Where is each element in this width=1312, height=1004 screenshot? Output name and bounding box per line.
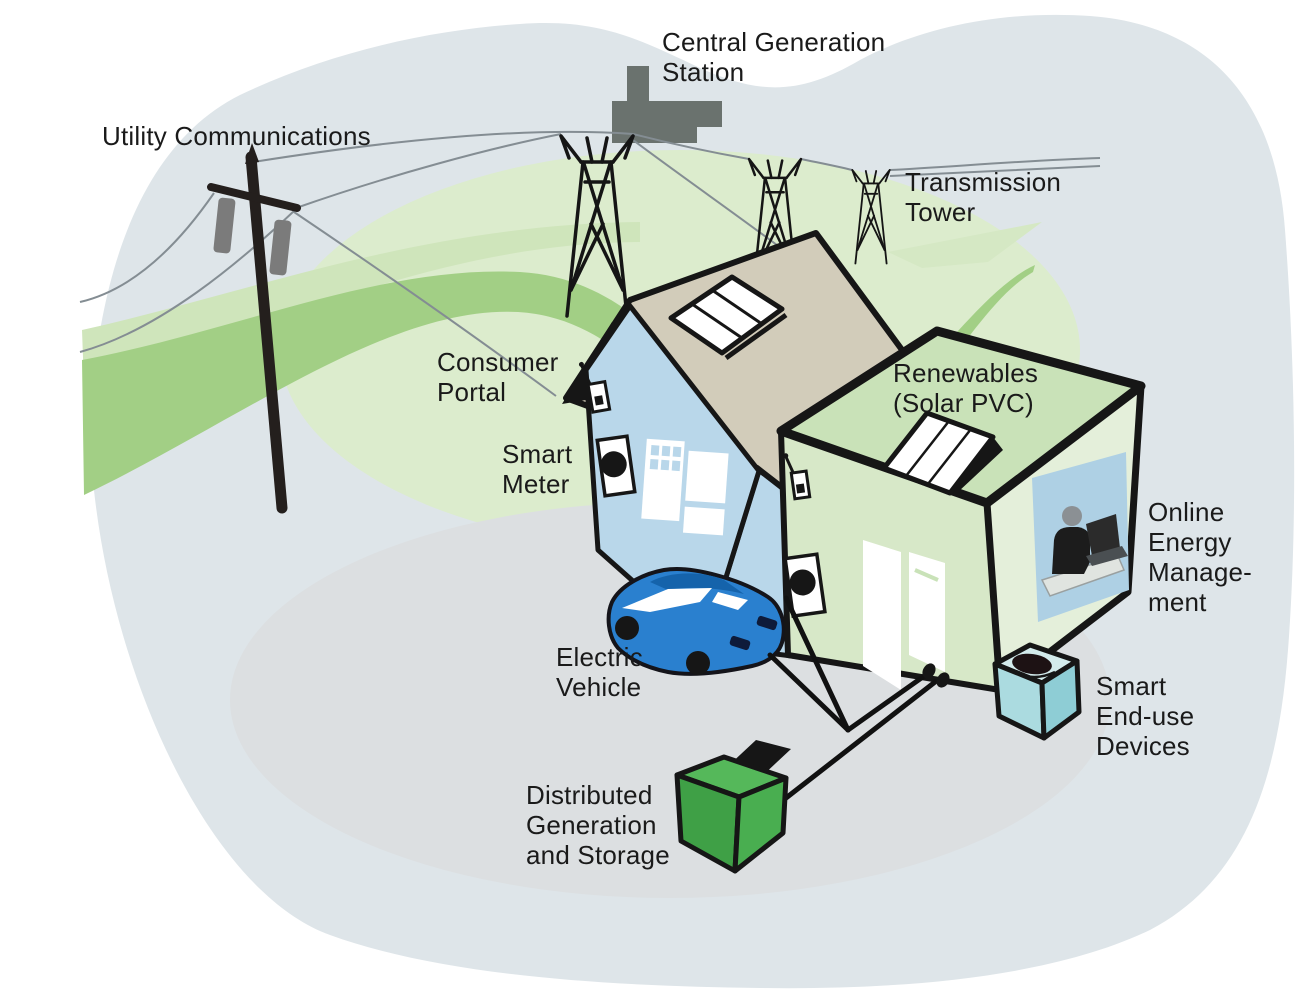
- green-house-door: [863, 540, 901, 690]
- transformer-icon: [269, 219, 292, 276]
- consumer-portal-device-icon: [578, 361, 612, 414]
- utility-pole-icon: [207, 143, 301, 514]
- power-plant-icon: [612, 66, 722, 143]
- label-consumer-portal: Consumer Portal: [437, 347, 559, 407]
- smart-meter-icon: [595, 434, 637, 498]
- smart-device-icon: [992, 642, 1082, 741]
- front-door: [641, 438, 685, 522]
- green-house-window: [909, 552, 945, 672]
- connector-cables: [767, 595, 938, 801]
- skylight-solar-icon: [668, 274, 788, 361]
- label-online-energy-management: Online Energy Manage- ment: [1148, 497, 1253, 617]
- label-smart-meter: Smart Meter: [502, 439, 573, 499]
- label-renewables: Renewables (Solar PVC): [893, 358, 1039, 418]
- transformer-icon: [213, 197, 236, 254]
- label-utility-communications: Utility Communications: [102, 121, 371, 151]
- label-transmission-tower: Transmission Tower: [905, 167, 1062, 227]
- label-electric-vehicle: Electric Vehicle: [556, 642, 643, 702]
- plug-icon: [922, 663, 936, 679]
- label-smart-end-use-devices: Smart End-use Devices: [1096, 671, 1195, 761]
- storage-unit-icon: [674, 740, 791, 874]
- solar-panel-icon: [881, 410, 1003, 496]
- label-central-generation-station: Central Generation Station: [662, 27, 886, 87]
- home-gateway-device-icon: [783, 453, 812, 501]
- house-window: [682, 450, 729, 536]
- label-distributed-generation: Distributed Generation and Storage: [526, 780, 670, 870]
- person-at-laptop-icon: [1032, 452, 1129, 622]
- plug-icon: [936, 672, 950, 688]
- green-house: [776, 326, 1146, 694]
- smart-meter-icon: [783, 552, 827, 619]
- electric-vehicle-icon: [606, 567, 786, 676]
